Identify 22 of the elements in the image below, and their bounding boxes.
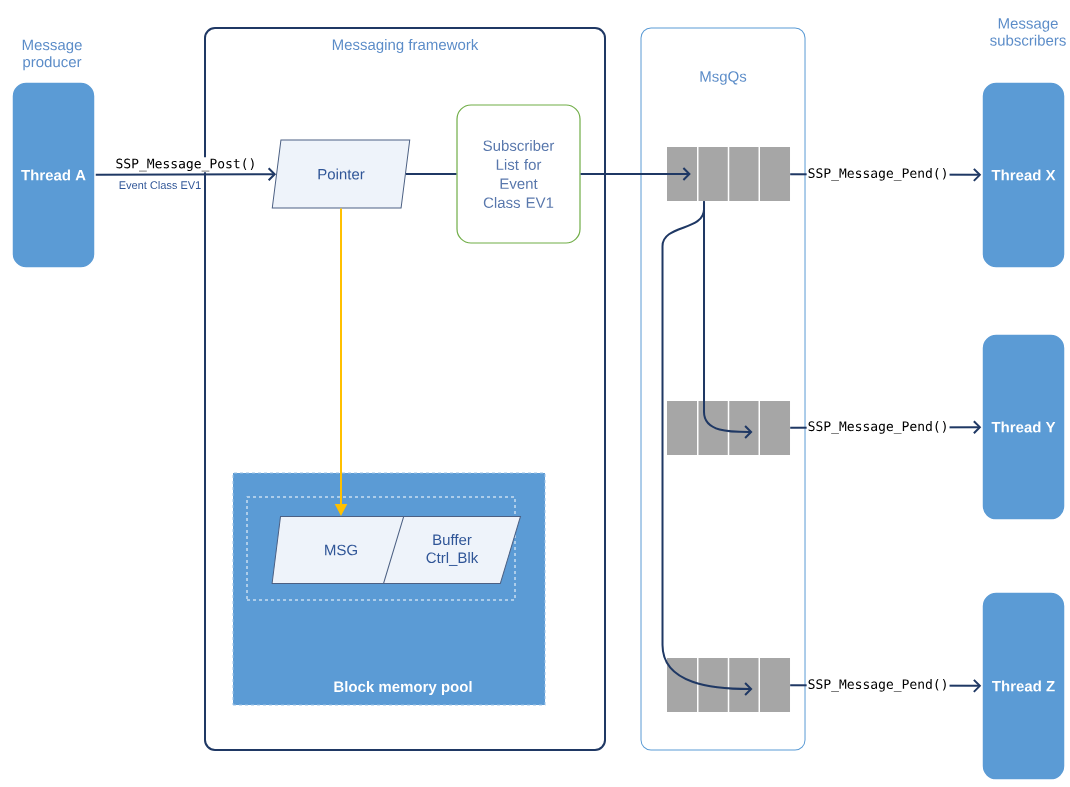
thread-box: Thread Z [981, 591, 1066, 781]
thread-box: Thread Y [981, 333, 1066, 521]
column-heading: Message subscribers [990, 18, 1066, 46]
message-queue [667, 400, 790, 456]
edge-label: SSP_Message_Pend() [806, 678, 950, 693]
dashed-frame [246, 496, 516, 601]
arrow [579, 167, 691, 181]
column-heading: Message producer [22, 39, 82, 71]
thread-box: Thread A [11, 81, 96, 269]
buffer-parallelogram: Buffer Ctrl_Blk [383, 516, 521, 584]
queue-panel: MsgQs [640, 27, 806, 751]
arrow [661, 200, 753, 696]
edge-label: SSP_Message_Pend() [806, 420, 950, 435]
thread-box: Thread X [981, 81, 1066, 269]
pointer-parallelogram: Pointer [271, 139, 411, 209]
event-class-label: Event Class EV1 [117, 179, 203, 191]
edge-label: SSP_Message_Post() [114, 157, 258, 173]
message-queue [667, 146, 790, 202]
message-queue [667, 657, 790, 713]
edge-label: SSP_Message_Pend() [806, 167, 950, 182]
arrow [94, 167, 277, 182]
subscriber-list-box: Subscriber List for Event Class EV1 [456, 104, 581, 244]
